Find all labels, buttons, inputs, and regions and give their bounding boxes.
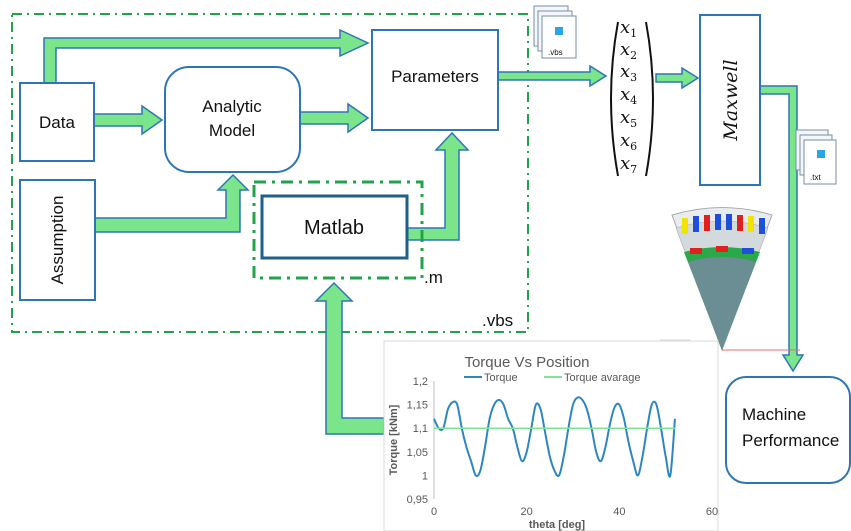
arrow-data-to-parameters-top: [43, 28, 370, 84]
vector-sub-3: 3: [630, 71, 637, 84]
y-tick-label: 0,95: [407, 494, 428, 506]
machine-performance-label-line2: Performance: [742, 431, 839, 450]
legend-label-torque: Torque: [484, 372, 518, 384]
vector-symbol: x: [620, 153, 630, 174]
matlab-box: [260, 194, 409, 260]
txt-file-icon: [795, 129, 837, 185]
vector-symbol: x: [620, 39, 630, 60]
parameters-box: [371, 29, 499, 131]
motor-cross-section-image: [659, 207, 800, 352]
svg-text:x1: x1: [620, 17, 637, 40]
arrow-results-to-matlab: [314, 281, 385, 435]
machine-performance-label-line1: Machine: [742, 405, 806, 424]
arrow-matlab-to-parameters: [406, 131, 470, 241]
y-tick-label: 1: [422, 470, 428, 482]
svg-text:x3: x3: [620, 61, 637, 84]
x-tick-label: 20: [521, 506, 533, 518]
y-tick-label: 1,2: [413, 376, 428, 388]
svg-text:x7: x7: [620, 153, 637, 176]
vector-right-paren: [645, 21, 654, 177]
y-tick-label: 1,05: [407, 447, 428, 459]
x-tick-label: 60: [706, 506, 718, 518]
assumption-label: Assumption: [48, 196, 67, 285]
vector-symbol: x: [620, 130, 630, 151]
data-box: [19, 82, 95, 162]
torque-vs-position-chart: Torque Vs Position Torque Torque avarage…: [383, 340, 719, 531]
arrow-parameters-to-vector: [497, 64, 608, 88]
vector-sub-7: 7: [630, 163, 637, 176]
arrow-maxwell-to-performance: [759, 85, 805, 373]
vector-symbol: x: [620, 17, 630, 38]
svg-text:x4: x4: [620, 84, 637, 107]
y-tick-label: 1,15: [407, 400, 428, 412]
analytic-model-label-line2: Model: [209, 121, 255, 140]
matlab-file-extension: .m: [424, 268, 443, 287]
y-axis-label: Torque [kNm]: [388, 404, 400, 475]
vbs-script-region: [11, 13, 529, 333]
txt-file-label: .txt: [810, 173, 821, 182]
assumption-box: [19, 179, 96, 301]
svg-text:x2: x2: [620, 39, 637, 62]
arrow-assumption-to-analytic-model: [94, 173, 250, 233]
parameter-vector: x1 x2 x3 x4 x5 x6 x7: [610, 17, 654, 177]
analytic-model-label-line1: Analytic: [202, 97, 262, 116]
x-axis-label: theta [deg]: [529, 519, 586, 531]
maxwell-label: Maxwell: [720, 59, 742, 141]
vector-sub-1: 1: [630, 27, 637, 40]
vector-symbol: x: [620, 107, 630, 128]
parameters-label: Parameters: [391, 67, 479, 86]
arrow-vector-to-maxwell: [655, 66, 700, 90]
vbs-file-icon: [533, 5, 577, 59]
vbs-file-label: .vbs: [548, 48, 563, 57]
maxwell-box: [699, 14, 761, 186]
data-label: Data: [39, 113, 75, 132]
svg-text:x5: x5: [620, 107, 637, 130]
vector-symbol: x: [620, 61, 630, 82]
svg-text:x6: x6: [620, 130, 637, 153]
legend-label-torque-average: Torque avarage: [564, 372, 640, 384]
vector-sub-5: 5: [630, 117, 637, 130]
vector-sub-4: 4: [630, 94, 637, 107]
matlab-dashed-frame: [252, 180, 424, 280]
machine-performance-box: [725, 376, 851, 484]
analytic-model-box: [164, 66, 301, 173]
vector-sub-2: 2: [630, 49, 637, 62]
arrow-data-to-analytic-model: [93, 104, 164, 136]
vector-left-paren: [610, 21, 619, 177]
series-line-torque: [433, 396, 676, 478]
y-tick-label: 1,1: [413, 423, 428, 435]
x-tick-label: 0: [431, 506, 437, 518]
vbs-region-label: .vbs: [482, 311, 513, 330]
matlab-label: Matlab: [304, 217, 364, 239]
vector-symbol: x: [620, 84, 630, 105]
chart-title: Torque Vs Position: [464, 354, 589, 371]
arrow-model-to-parameters: [299, 102, 370, 134]
x-tick-label: 40: [613, 506, 625, 518]
vector-sub-6: 6: [630, 140, 637, 153]
